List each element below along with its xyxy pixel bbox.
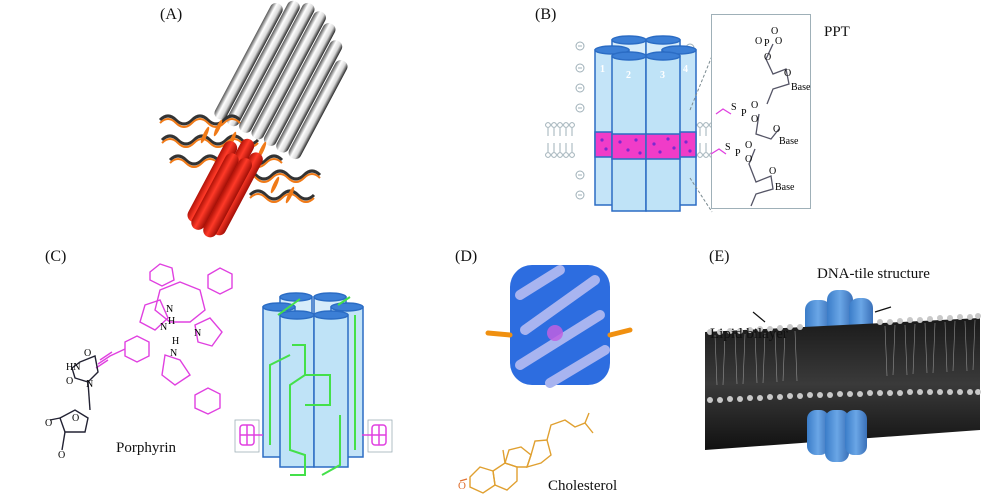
porphyrin-dna-nanopore-schematic bbox=[234, 292, 393, 476]
atom-s: S bbox=[731, 102, 737, 113]
atom-p: P bbox=[735, 148, 741, 159]
cholesterol-chemical-structure: O bbox=[458, 412, 594, 494]
dna-tile-structure-label: DNA-tile structure bbox=[817, 266, 930, 282]
atom-p: P bbox=[741, 108, 747, 119]
atom-o: O bbox=[458, 480, 466, 492]
membrane-spanning-dna-tile-render bbox=[705, 290, 981, 462]
helix-number-1: 1 bbox=[600, 64, 605, 75]
atom-n: N bbox=[86, 379, 93, 390]
lipid-bilayer-left bbox=[545, 122, 575, 158]
dna-staple-strands bbox=[269, 296, 356, 476]
atom-o: O bbox=[66, 376, 73, 387]
atom-n: N bbox=[170, 348, 177, 359]
sugar-o: O bbox=[773, 124, 780, 135]
base-label: Base bbox=[775, 182, 795, 193]
porphyrin-anchor-icons bbox=[239, 424, 387, 446]
base-label: Base bbox=[791, 82, 811, 93]
atom-o: O bbox=[751, 114, 758, 125]
panel-a-label: (A) bbox=[160, 6, 183, 23]
atom-o: O bbox=[775, 36, 782, 47]
atom-o: O bbox=[45, 418, 52, 429]
atom-o: O bbox=[764, 52, 771, 63]
atom-h: H bbox=[168, 316, 175, 327]
atom-n: N bbox=[166, 304, 173, 315]
helix-number-3: 3 bbox=[660, 70, 665, 81]
dna-origami-bundle-render bbox=[158, 0, 348, 238]
porphyrin-label: Porphyrin bbox=[116, 440, 176, 456]
atom-o: O bbox=[745, 154, 752, 165]
panel-c-label: (C) bbox=[45, 248, 67, 265]
atom-hn: HN bbox=[66, 362, 80, 373]
panel-e-label: (E) bbox=[709, 248, 730, 265]
cholesterol-dna-pore-render bbox=[485, 265, 633, 388]
panel-d-label: (D) bbox=[455, 248, 478, 265]
atom-o: O bbox=[84, 348, 91, 359]
ppt-chemical-structure-inset: O P O O O O Base S P O O O Base S P O O … bbox=[710, 14, 811, 209]
porphyrin-modified-nucleotide-structure: N H N H N N O HN O N O O O bbox=[45, 263, 233, 461]
atom-o: O bbox=[58, 450, 65, 461]
lipid-bilayer-label: Lipid bilayer bbox=[710, 326, 788, 342]
cholesterol-label: Cholesterol bbox=[548, 478, 618, 494]
dna-nanopore-schematic: 1 2 3 4 bbox=[545, 35, 715, 213]
atom-n: N bbox=[194, 328, 201, 339]
lipid-bilayer-right bbox=[367, 419, 393, 453]
atom-o: O bbox=[751, 100, 758, 111]
lipid-bilayer-left bbox=[234, 419, 260, 453]
atom-h: H bbox=[172, 336, 179, 347]
helix-number-2: 2 bbox=[626, 70, 631, 81]
base-label: Base bbox=[779, 136, 799, 147]
atom-o: O bbox=[755, 36, 762, 47]
atom-o: O bbox=[771, 26, 778, 37]
atom-n: N bbox=[160, 322, 167, 333]
atom-o: O bbox=[745, 140, 752, 151]
ppt-label: PPT bbox=[824, 24, 850, 40]
atom-s: S bbox=[725, 142, 731, 153]
helix-number-4: 4 bbox=[683, 64, 688, 75]
panel-b-label: (B) bbox=[535, 6, 557, 23]
atom-o: O bbox=[72, 413, 79, 424]
atom-p: P bbox=[764, 38, 770, 49]
hydrophobic-band bbox=[594, 131, 697, 160]
sugar-o: O bbox=[784, 68, 791, 79]
sugar-o: O bbox=[769, 166, 776, 177]
